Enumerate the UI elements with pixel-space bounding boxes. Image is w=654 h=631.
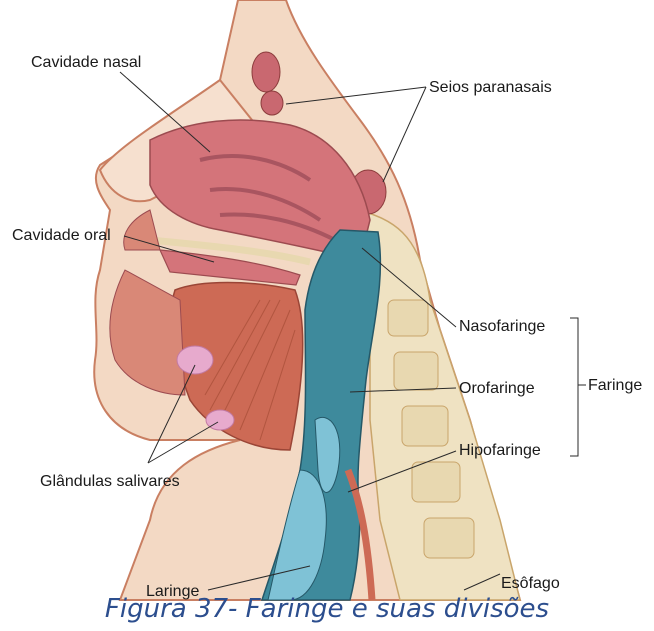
salivary-gland-sublingual (177, 346, 213, 374)
label-nasofaringe: Nasofaringe (459, 318, 545, 336)
label-esofago: Esôfago (501, 575, 560, 593)
label-cavidade-nasal: Cavidade nasal (31, 54, 141, 72)
label-cavidade-oral: Cavidade oral (12, 227, 111, 245)
label-seios-paranasais: Seios paranasais (429, 79, 552, 97)
label-glandulas-salivares: Glândulas salivares (40, 473, 180, 491)
figure-caption: Figura 37- Faringe e suas divisões (0, 593, 654, 625)
label-orofaringe: Orofaringe (459, 380, 535, 398)
sinus-frontal (252, 52, 280, 92)
label-hipofaringe: Hipofaringe (459, 442, 541, 460)
label-faringe: Faringe (588, 377, 642, 395)
sinus-ethmoid (261, 91, 283, 115)
